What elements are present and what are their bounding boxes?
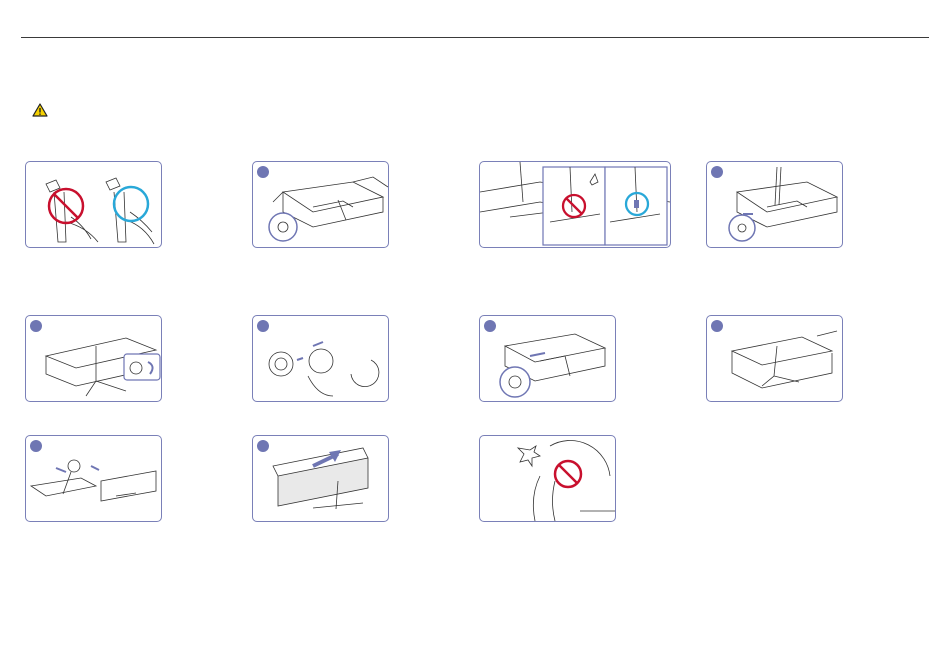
warning-triangle-icon	[32, 103, 48, 117]
illustration-step-stand-rotate	[25, 315, 162, 402]
correct-circle-icon	[114, 187, 148, 221]
top-rule	[21, 37, 929, 38]
illustration-step-base-attach	[479, 315, 616, 402]
illustration-caution-stand	[479, 435, 616, 522]
illustration-screw-wrong-right	[479, 161, 671, 248]
illustration-step-box-insert	[252, 161, 389, 248]
illustration-stand-hold	[25, 161, 162, 248]
illustration-step-lift-monitor	[25, 435, 162, 522]
illustration-step-screwdriver	[706, 161, 843, 248]
illustration-step-cover-ring	[252, 315, 389, 402]
illustration-step-assembled	[706, 315, 843, 402]
illustration-step-remove-sleeve	[252, 435, 389, 522]
